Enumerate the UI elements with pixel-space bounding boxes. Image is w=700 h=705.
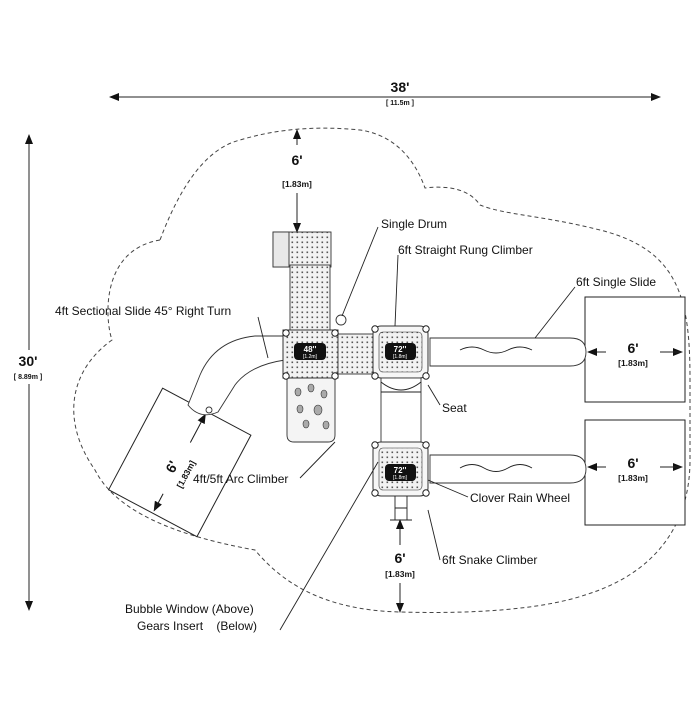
clearance-rotated-text: 6' [1.83m] (148, 435, 208, 504)
clearance-slide1-ft: 6' (627, 340, 638, 356)
label-arc-climber: 4ft/5ft Arc Climber (193, 472, 288, 486)
clearance-slide1-m: [1.83m] (618, 358, 648, 368)
deck-72-top-m: [1.8m] (393, 354, 408, 360)
label-straight-rung-climber: 6ft Straight Rung Climber (398, 243, 533, 257)
label-bubble-window: Bubble Window (Above) (125, 602, 254, 616)
height-dimension-ft: 30' (19, 353, 38, 369)
width-dimension: 38' [ 11.5m ] (109, 79, 661, 107)
single-slide-top (429, 337, 587, 367)
deck-badge-72-top: 72'' [1.8m] (385, 343, 416, 360)
height-dimension: 30' [ 8.89m ] (4, 134, 54, 611)
posts (282, 325, 430, 497)
use-zone-outline (73, 127, 691, 613)
deck-72-bottom-ft: 72'' (394, 466, 407, 475)
sectional-slide (187, 335, 286, 416)
label-seat: Seat (442, 401, 467, 415)
slide-top-wave (459, 346, 533, 354)
clearance-top: 6' [1.83m] (270, 129, 325, 233)
label-snake-climber: 6ft Snake Climber (442, 553, 537, 567)
leader-lines (257, 226, 576, 631)
single-slide-bottom (429, 454, 587, 484)
deck-48-m: [1.2m] (303, 354, 318, 360)
arc-climber-holds (294, 383, 330, 430)
slide-exit-zone-top: 6' [1.83m] (584, 296, 686, 403)
slide-bolt (205, 406, 213, 414)
snake-climber (390, 496, 412, 521)
deck-72-top-ft: 72'' (394, 345, 407, 354)
single-drum (335, 314, 347, 326)
clearance-bottom-m: [1.83m] (385, 569, 415, 579)
seat-curve (380, 381, 422, 391)
clearance-top-m: [1.83m] (282, 179, 312, 189)
width-dimension-m: [ 11.5m ] (386, 100, 414, 107)
width-dimension-ft: 38' (391, 79, 410, 95)
slide-exit-zone-bottom: 6' [1.83m] (584, 419, 686, 526)
deck-72-bottom-m: [1.8m] (393, 475, 408, 481)
deck-badge-72-bottom: 72'' [1.8m] (385, 464, 416, 481)
clearance-bottom: 6' [1.83m] (372, 519, 430, 613)
clearance-slide2-m: [1.83m] (618, 473, 648, 483)
label-clover-rain-wheel: Clover Rain Wheel (470, 491, 570, 505)
clearance-top-ft: 6' (291, 152, 302, 168)
deck-badge-48: 48'' [1.2m] (294, 343, 326, 360)
label-single-drum: Single Drum (381, 217, 447, 231)
label-single-slide: 6ft Single Slide (576, 275, 656, 289)
clearance-slide2-ft: 6' (627, 455, 638, 471)
tube-connector (380, 377, 422, 443)
height-dimension-m: [ 8.89m ] (14, 374, 42, 381)
top-climber-panel (272, 231, 332, 331)
deck-48-ft: 48'' (304, 345, 317, 354)
label-gears-insert: Gears Insert (Below) (137, 619, 257, 633)
slide-bottom-wave (459, 464, 533, 472)
clearance-bottom-ft: 6' (394, 550, 405, 566)
label-sectional-slide: 4ft Sectional Slide 45° Right Turn (55, 304, 231, 318)
walkway (337, 333, 374, 375)
